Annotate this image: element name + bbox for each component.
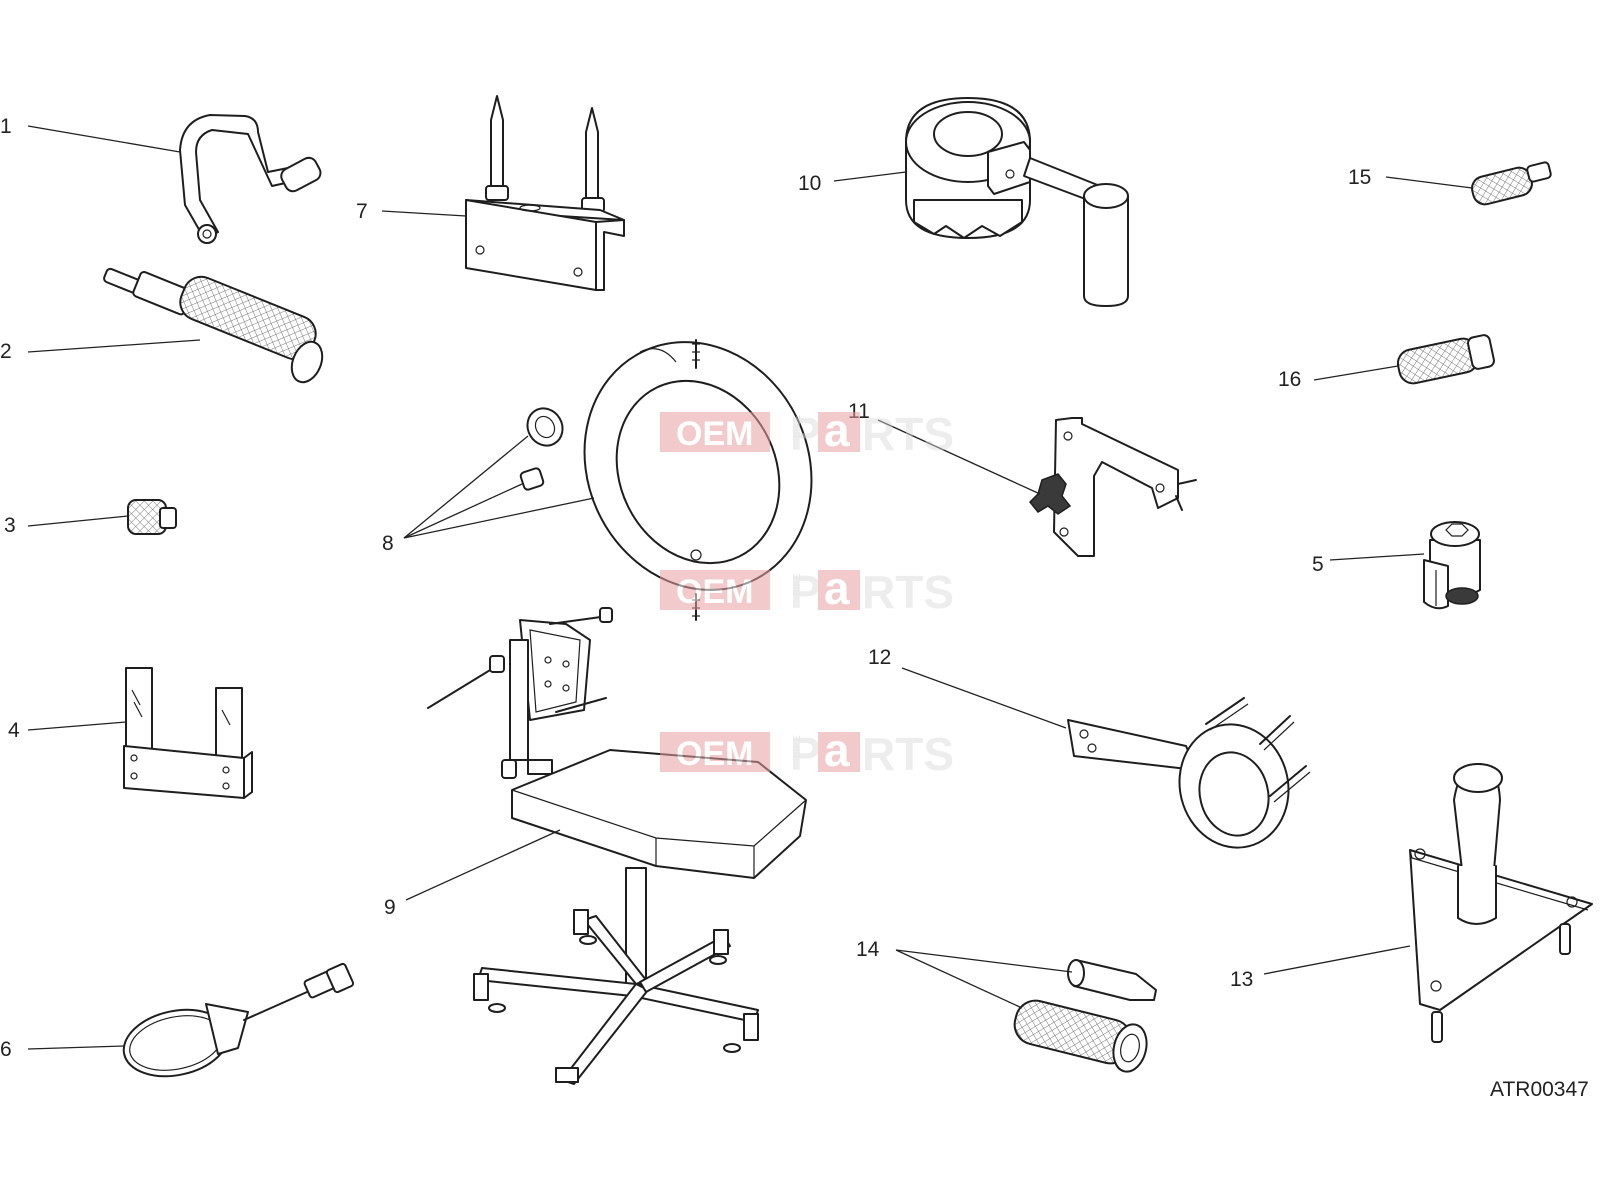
leader-15	[1385, 176, 1473, 189]
svg-text:RTS: RTS	[862, 408, 954, 460]
svg-text:BIKE: BIKE	[792, 735, 803, 758]
tool-1-hook-crank	[179, 114, 322, 244]
svg-text:BIKE: BIKE	[792, 415, 803, 438]
tool-9-engine-stand	[427, 607, 807, 1085]
leader-11	[877, 419, 1041, 495]
svg-text:RTS: RTS	[862, 566, 954, 618]
tool-4-u-plate-fixture	[123, 667, 253, 799]
svg-text:BIKE: BIKE	[792, 573, 803, 596]
leader-14a	[895, 949, 1073, 973]
svg-text:P: P	[790, 408, 821, 460]
leader-1	[27, 125, 181, 153]
tool-16-knurled-grip	[1396, 334, 1495, 385]
tool-14-drift-set	[1013, 959, 1157, 1073]
svg-text:OEM: OEM	[676, 735, 753, 773]
tool-12-ring-with-arm	[1067, 697, 1311, 849]
svg-text:a: a	[824, 404, 850, 456]
leader-6	[27, 1045, 125, 1050]
watermark-1: OEM BIKE P a RTS	[660, 404, 954, 460]
tool-7-pin-bracket	[465, 95, 625, 291]
leader-12	[901, 667, 1067, 729]
svg-text:P: P	[790, 728, 821, 780]
svg-text:RTS: RTS	[862, 728, 954, 780]
tool-13-triangular-base	[1409, 763, 1593, 1043]
callout-7: 7	[356, 200, 368, 223]
leader-8b	[403, 483, 523, 539]
callout-9: 9	[384, 896, 396, 919]
watermark-3: OEM BIKE P a RTS	[660, 724, 954, 780]
svg-text:P: P	[790, 566, 821, 618]
tool-6-strap-wrench	[122, 962, 355, 1078]
tool-3-knurled-bush	[127, 499, 177, 535]
callout-8: 8	[382, 532, 394, 555]
callout-4: 4	[8, 719, 20, 742]
leader-4	[27, 721, 127, 731]
watermark-2: OEM BIKE P a RTS	[660, 562, 954, 618]
callout-13: 13	[1230, 968, 1253, 991]
tool-11-bracket-with-knob	[1028, 417, 1197, 557]
leader-5	[1329, 553, 1425, 561]
svg-text:OEM: OEM	[676, 573, 753, 611]
callout-3: 3	[4, 514, 16, 537]
callout-10: 10	[798, 172, 821, 195]
leader-7	[381, 210, 467, 217]
callout-15: 15	[1348, 166, 1371, 189]
leader-3	[27, 515, 129, 527]
svg-text:OEM: OEM	[676, 415, 753, 453]
tool-2-knurled-handle-tool	[103, 267, 324, 384]
callout-2: 2	[0, 340, 12, 363]
leader-10	[833, 171, 907, 182]
leader-2	[27, 339, 201, 353]
leader-9	[405, 829, 561, 901]
tool-5-socket-sleeve	[1423, 521, 1481, 610]
svg-text:a: a	[824, 724, 850, 776]
leader-16	[1313, 365, 1399, 381]
leader-14b	[895, 949, 1023, 1009]
callout-16: 16	[1278, 368, 1301, 391]
leader-8a	[403, 435, 529, 539]
callout-14: 14	[856, 938, 880, 961]
reference-code: ATR00347	[1490, 1078, 1589, 1101]
tool-15-knurled-pin	[1471, 161, 1552, 206]
callout-5: 5	[1312, 553, 1324, 576]
leader-8c	[403, 497, 595, 539]
callout-6: 6	[0, 1038, 12, 1061]
callout-1: 1	[0, 115, 12, 138]
svg-text:a: a	[824, 562, 850, 614]
tool-10-cylinder-puller	[905, 97, 1129, 307]
callout-12: 12	[868, 646, 891, 669]
leader-13	[1263, 945, 1411, 975]
